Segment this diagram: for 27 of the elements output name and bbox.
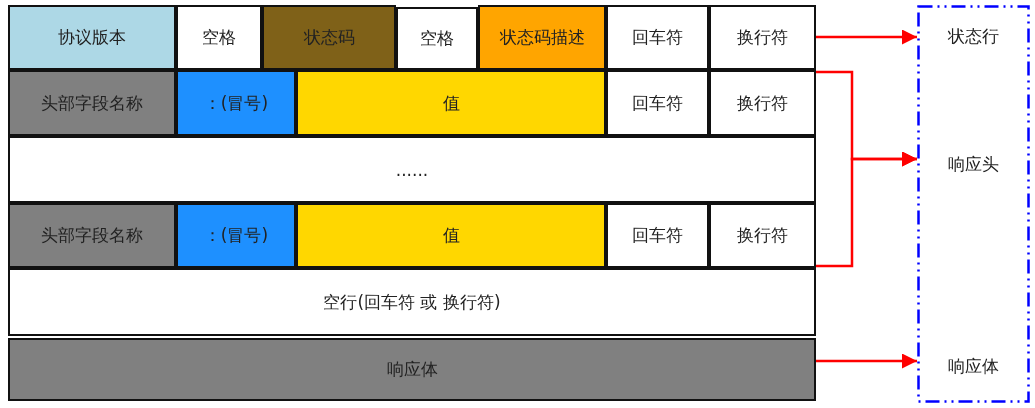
field-cell: 回车符	[606, 203, 709, 268]
field-cell: 头部字段名称	[8, 203, 176, 268]
field-cell: 空格	[176, 5, 262, 70]
field-cell: 换行符	[709, 70, 816, 136]
section-label: 响应体	[917, 351, 1030, 381]
field-cell: 协议版本	[8, 5, 176, 70]
arrow	[816, 353, 917, 369]
field-cell: 值	[296, 203, 606, 268]
field-cell: ：(冒号)	[176, 70, 296, 136]
field-cell: 状态码描述	[478, 5, 606, 70]
arrow	[816, 29, 917, 45]
field-cell: 换行符	[709, 203, 816, 268]
field-cell: ：(冒号)	[176, 203, 296, 268]
section-label: 状态行	[917, 21, 1030, 51]
field-cell: 回车符	[606, 5, 709, 70]
field-cell: 空行(回车符 或 换行符)	[8, 268, 816, 336]
group-box	[917, 5, 1030, 403]
arrow	[816, 151, 917, 268]
section-label: 响应头	[917, 149, 1030, 179]
field-cell: ......	[8, 136, 816, 203]
field-cell: 回车符	[606, 70, 709, 136]
field-cell: 值	[296, 70, 606, 136]
field-cell: 换行符	[709, 5, 816, 70]
field-cell: 空格	[396, 7, 478, 70]
field-cell: 响应体	[8, 338, 816, 401]
field-cell: 头部字段名称	[8, 70, 176, 136]
field-cell: 状态码	[262, 5, 396, 70]
